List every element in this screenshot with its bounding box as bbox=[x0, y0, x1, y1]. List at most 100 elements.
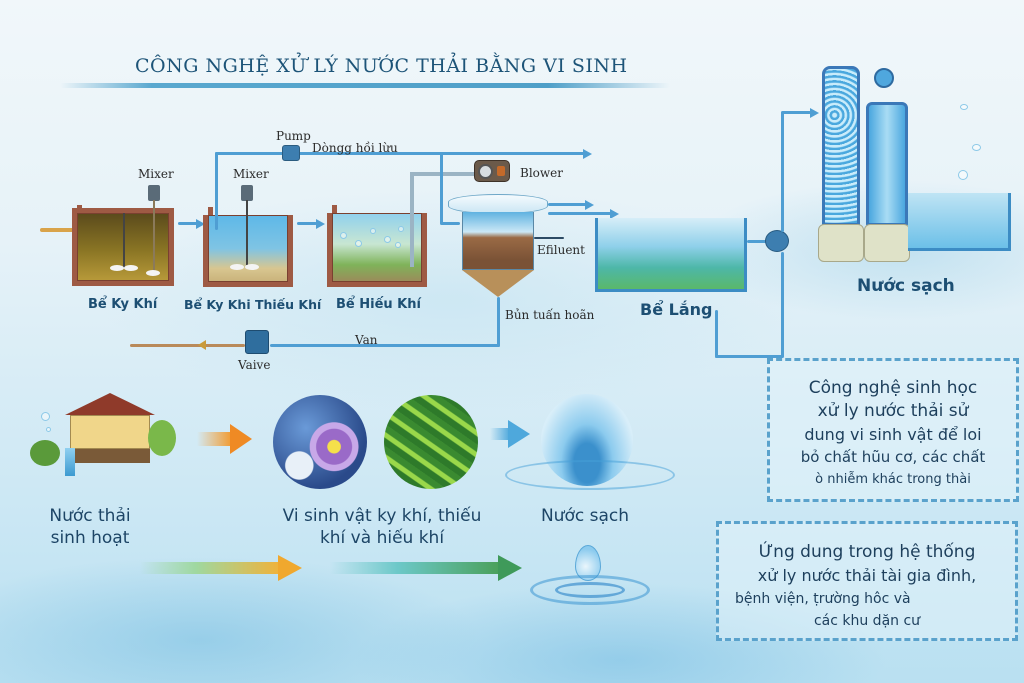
arrow-right-icon bbox=[610, 209, 619, 219]
tree-icon bbox=[148, 420, 176, 456]
flow-pipe bbox=[178, 222, 198, 225]
bubble-icon bbox=[398, 226, 404, 232]
water-ripple bbox=[555, 582, 625, 598]
mixer-blade-icon bbox=[245, 264, 259, 270]
aerobic-microbes-icon bbox=[384, 395, 478, 489]
air-pipe bbox=[410, 175, 414, 267]
info-line: xử ly nước thải sử bbox=[817, 401, 969, 421]
blower-icon bbox=[474, 160, 510, 182]
blower-pipe bbox=[440, 152, 443, 224]
arrow-right-icon bbox=[316, 219, 325, 229]
bubble-icon bbox=[972, 144, 981, 151]
label-line: Nước sạch bbox=[540, 506, 630, 526]
tank-label-settling: Bể Lắng bbox=[640, 300, 713, 319]
drain-pipe bbox=[781, 252, 784, 357]
anaerobic-microbes-icon bbox=[273, 395, 367, 489]
water-ripple bbox=[530, 575, 650, 605]
flow-pipe bbox=[297, 222, 317, 225]
tank-label-anoxic: Bể Ky Khi Thiếu Khí bbox=[184, 297, 322, 312]
arrow-right-icon bbox=[810, 108, 819, 118]
info-box-description: Công nghệ sinh học xử ly nước thải sử du… bbox=[767, 358, 1019, 502]
valve-line-pipe bbox=[130, 344, 245, 347]
info-line: các khu dặn cư bbox=[813, 613, 921, 629]
bubble-icon bbox=[958, 170, 968, 180]
arrow-right-icon bbox=[508, 420, 530, 448]
sludge-return-label: Bủn tuấn hoãn bbox=[505, 308, 595, 322]
arrow-right-icon bbox=[278, 555, 302, 581]
valve-label: Vaive bbox=[238, 358, 271, 372]
info-line: Ứng dung trong hệ thống bbox=[758, 542, 976, 562]
page-title: CÔNG NGHỆ XỬ LÝ NƯỚC THẢI BẰNG VI SINH bbox=[135, 55, 628, 77]
clarifier-body bbox=[462, 212, 534, 270]
effluent-pipe bbox=[548, 203, 588, 206]
arrow-right-icon bbox=[140, 562, 280, 574]
mixer-blade-icon bbox=[124, 265, 138, 271]
clarifier-lid bbox=[448, 194, 548, 214]
mixer-shaft bbox=[246, 200, 248, 265]
arrow-right-icon bbox=[583, 149, 592, 159]
water-ripple bbox=[505, 460, 675, 490]
filter-column-2 bbox=[866, 102, 908, 226]
label-line: sinh hoạt bbox=[50, 528, 130, 548]
info-box-applications: Ứng dung trong hệ thống xử ly nước thải … bbox=[716, 521, 1018, 641]
info-line: Công nghệ sinh học bbox=[808, 378, 978, 398]
filter-feed-pipe bbox=[781, 111, 811, 114]
mixer-shaft bbox=[123, 213, 125, 268]
tree-icon bbox=[30, 440, 60, 466]
house-icon bbox=[55, 393, 165, 476]
filter-base bbox=[864, 224, 910, 262]
bubble-icon bbox=[370, 228, 376, 234]
mixer-blade-icon bbox=[146, 270, 160, 276]
effluent-small-pipe bbox=[534, 237, 564, 239]
mixer-label: Mixer bbox=[138, 167, 174, 181]
tank-label-aerobic: Bể Hiếu Khí bbox=[336, 297, 421, 312]
valve-line-label: Van bbox=[355, 333, 378, 347]
info-line: ò nhiễm khác trong thài bbox=[815, 472, 971, 487]
step-label-microbes: Vi sinh vật ky khí, thiếu khí và hiếu kh… bbox=[262, 505, 502, 549]
mixer-blade-icon bbox=[110, 265, 124, 271]
info-line: dung vi sinh vật để loi bbox=[804, 425, 982, 444]
label-line: Vi sinh vật ky khí, thiếu bbox=[282, 506, 482, 526]
valve-line-pipe bbox=[270, 344, 500, 347]
arrow-right-icon bbox=[490, 428, 510, 440]
bubble-icon bbox=[46, 427, 51, 432]
mixer-motor-icon bbox=[148, 185, 160, 201]
gauge-icon bbox=[874, 68, 894, 88]
inlet-pipe bbox=[40, 228, 75, 232]
drain-pipe bbox=[715, 310, 718, 358]
label-line: Nước thải bbox=[49, 506, 131, 526]
effluent-label: Efiluent bbox=[537, 243, 585, 257]
filter-base bbox=[818, 224, 864, 262]
pump-icon bbox=[282, 145, 300, 161]
info-line: bỏ chất hũu cơ, các chất bbox=[800, 448, 986, 466]
label-line: khí và hiếu khí bbox=[319, 528, 445, 548]
arrow-right-icon bbox=[196, 219, 205, 229]
filter-feed-pipe bbox=[781, 112, 784, 232]
arrow-right-icon bbox=[230, 424, 252, 454]
pump-label: Pump bbox=[276, 129, 311, 143]
step-label-wastewater: Nước thải sinh hoạt bbox=[20, 505, 160, 549]
arrow-right-icon bbox=[498, 555, 522, 581]
bubble-icon bbox=[340, 232, 347, 239]
mixer-shaft bbox=[153, 200, 155, 272]
info-line: xử ly nước thải tài gia đình, bbox=[757, 566, 977, 585]
arrow-right-icon bbox=[330, 562, 500, 574]
drain-pipe bbox=[715, 355, 784, 358]
blower-pipe bbox=[440, 222, 460, 225]
outlet-pipe bbox=[747, 240, 767, 243]
step-label-clean-water: Nước sạch bbox=[510, 505, 660, 527]
return-flow-label: Dòngg hồi lừu bbox=[312, 141, 398, 155]
arrow-right-icon bbox=[197, 432, 232, 446]
bubble-icon bbox=[41, 412, 50, 421]
arrow-right-icon bbox=[585, 200, 594, 210]
filter-column-1 bbox=[822, 66, 860, 226]
mixer-motor-icon bbox=[241, 185, 253, 201]
blower-label: Blower bbox=[520, 166, 563, 180]
anoxic-tank bbox=[203, 207, 293, 287]
effluent-pipe bbox=[548, 212, 613, 215]
tank-label-clean-water: Nước sạch bbox=[857, 276, 955, 296]
pump-icon bbox=[765, 230, 789, 252]
bubble-icon bbox=[355, 240, 362, 247]
return-flow-pipe bbox=[215, 152, 218, 230]
settling-tank bbox=[595, 218, 747, 292]
